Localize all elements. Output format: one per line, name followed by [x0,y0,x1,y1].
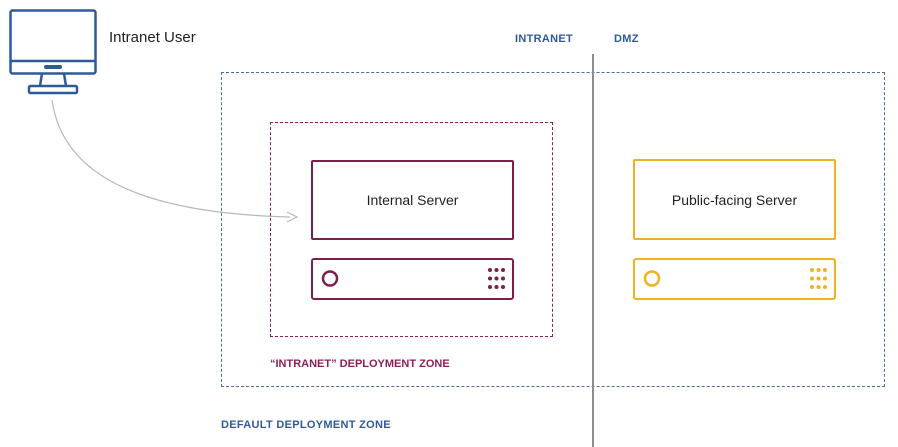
dmz-region-label: DMZ [614,33,639,45]
server-rack-icon [643,268,827,289]
default-deployment-zone [221,72,885,387]
desktop-monitor-icon [9,9,97,95]
intranet-zone-label: “INTRANET” DEPLOYMENT ZONE [270,358,450,370]
intranet-region-label: INTRANET [515,33,574,45]
intranet-deployment-zone [270,122,553,337]
default-zone-label: DEFAULT DEPLOYMENT ZONE [221,419,391,431]
server-rack-icon [321,268,505,289]
public-server-label: Public-facing Server [671,191,798,208]
internal-server-box: Internal Server [311,160,514,240]
internal-server-rack-icon [311,258,514,300]
intranet-user-label: Intranet User [109,29,196,46]
public-server-box: Public-facing Server [633,159,836,240]
internal-server-label: Internal Server [366,192,459,208]
public-server-rack-icon [633,258,836,300]
intranet-dmz-divider [592,54,594,447]
